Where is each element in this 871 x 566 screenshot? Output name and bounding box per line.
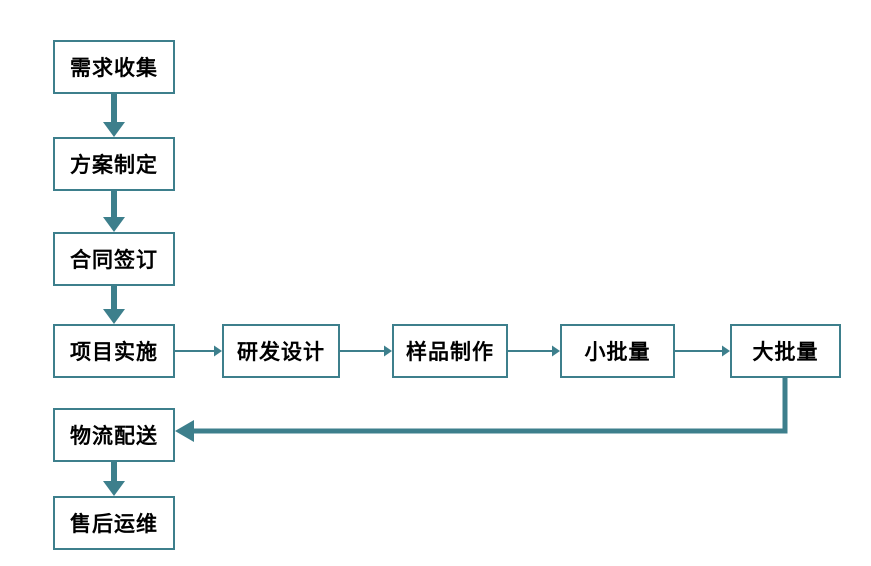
node-mass-batch[interactable]: 大批量: [730, 324, 841, 378]
node-label: 研发设计: [237, 338, 325, 364]
arrowhead-left-icon: [175, 420, 194, 442]
arrowhead-right-icon: [552, 345, 560, 357]
node-small-batch[interactable]: 小批量: [560, 324, 675, 378]
edge-plan-to-contract: [103, 191, 125, 232]
edge-implementation-to-rnd: [175, 345, 222, 357]
arrowhead-down-icon: [103, 481, 125, 496]
node-sample-production[interactable]: 样品制作: [392, 324, 508, 378]
edge-logistics-to-aftersales: [103, 462, 125, 496]
node-plan-formulation[interactable]: 方案制定: [53, 137, 175, 191]
node-label: 方案制定: [70, 151, 158, 177]
arrowhead-right-icon: [384, 345, 392, 357]
node-requirements-gathering[interactable]: 需求收集: [53, 40, 175, 94]
edge-mass-batch-to-logistics: [175, 378, 788, 442]
arrowhead-down-icon: [103, 217, 125, 232]
node-label: 小批量: [584, 338, 651, 364]
edge-contract-to-implementation: [103, 286, 125, 324]
edge-sample-to-small-batch: [508, 345, 560, 357]
node-label: 样品制作: [406, 338, 494, 364]
arrowhead-right-icon: [214, 345, 222, 357]
edge-line: [192, 378, 788, 434]
node-logistics-delivery[interactable]: 物流配送: [53, 408, 175, 462]
node-label: 项目实施: [70, 338, 158, 364]
arrowhead-down-icon: [103, 309, 125, 324]
node-project-implementation[interactable]: 项目实施: [53, 324, 175, 378]
node-label: 物流配送: [70, 422, 158, 448]
node-label: 合同签订: [70, 246, 158, 272]
arrowhead-right-icon: [722, 345, 730, 357]
node-label: 大批量: [752, 338, 819, 364]
arrowhead-down-icon: [103, 122, 125, 137]
node-contract-signing[interactable]: 合同签订: [53, 232, 175, 286]
edge-small-batch-to-mass-batch: [675, 345, 730, 357]
node-label: 售后运维: [70, 510, 158, 536]
edge-rnd-to-sample: [340, 345, 392, 357]
node-label: 需求收集: [70, 54, 158, 80]
edge-requirements-to-plan: [103, 94, 125, 137]
node-after-sales-maintenance[interactable]: 售后运维: [53, 496, 175, 550]
node-rnd-design[interactable]: 研发设计: [222, 324, 340, 378]
